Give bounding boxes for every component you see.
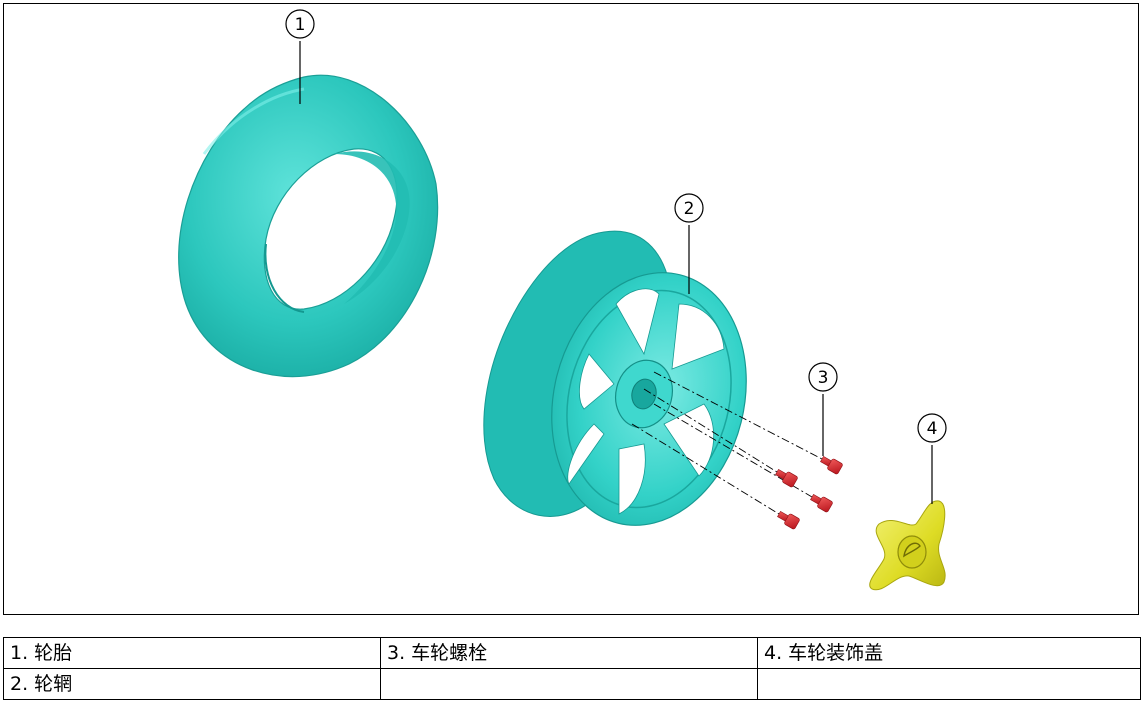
- callout-number: 2: [684, 199, 695, 219]
- legend-cell: 3. 车轮螺栓: [380, 637, 758, 669]
- wheel-bolt: [775, 468, 798, 488]
- wheel-bolt: [820, 455, 843, 475]
- callout-number: 3: [818, 368, 829, 388]
- legend-cell: [757, 668, 1141, 700]
- callout-1: 1: [285, 9, 315, 104]
- legend-cell: 4. 车轮装饰盖: [757, 637, 1141, 669]
- wheel-bolt: [810, 493, 833, 513]
- exploded-diagram-frame: 1 2 3 4: [3, 3, 1139, 615]
- legend-cell: [380, 668, 758, 700]
- wheel-cover: [869, 500, 946, 591]
- wheel-bolts: [775, 455, 843, 530]
- legend-cell: 2. 轮辋: [3, 668, 381, 700]
- assembly-lines: [631, 371, 823, 515]
- tire: [178, 74, 439, 378]
- wheel-bolt: [777, 510, 800, 530]
- parts-legend-table: 1. 轮胎 3. 车轮螺栓 4. 车轮装饰盖 2. 轮辋: [3, 637, 1141, 700]
- legend-row: 1. 轮胎 3. 车轮螺栓 4. 车轮装饰盖: [3, 637, 1141, 669]
- callout-4: 4: [917, 413, 947, 504]
- legend-cell: 1. 轮胎: [3, 637, 381, 669]
- legend-row: 2. 轮辋: [3, 668, 1141, 700]
- rim: [483, 230, 747, 526]
- callout-number: 1: [295, 15, 306, 35]
- exploded-diagram: 1 2 3 4: [178, 9, 947, 591]
- callout-2: 2: [674, 193, 704, 294]
- callout-3: 3: [808, 362, 838, 456]
- callout-number: 4: [927, 419, 938, 439]
